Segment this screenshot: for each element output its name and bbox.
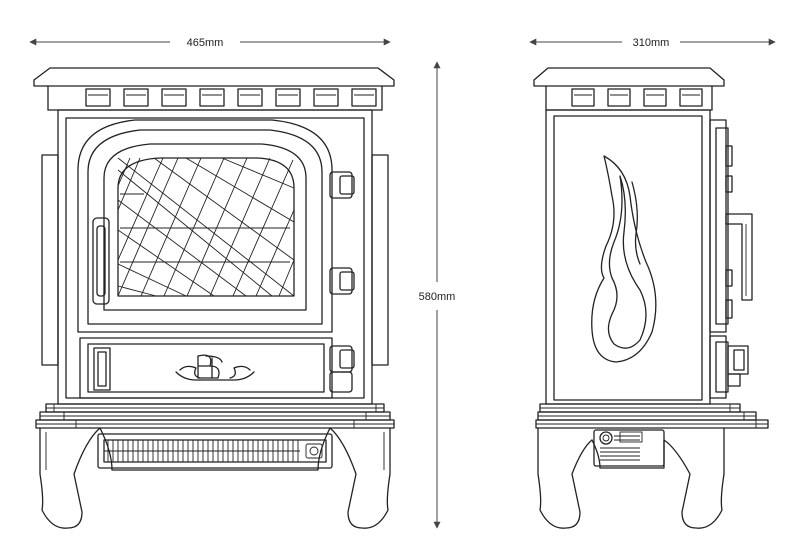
height-dimension: 580mm	[419, 61, 456, 529]
door-hinges	[329, 171, 355, 393]
front-plinth	[35, 403, 395, 429]
depth-dimension: 310mm	[529, 37, 776, 49]
width-dimension: 465mm	[29, 37, 391, 49]
side-body	[545, 109, 711, 405]
front-view	[33, 67, 395, 529]
side-view	[533, 67, 769, 529]
side-legs	[537, 427, 725, 529]
depth-label: 310mm	[633, 37, 670, 49]
door-handle	[92, 217, 110, 305]
heater-grille	[97, 433, 333, 469]
front-dentils	[85, 88, 377, 107]
brand-emblem	[175, 354, 255, 381]
width-label: 465mm	[187, 37, 224, 49]
height-label: 580mm	[419, 291, 456, 303]
front-door	[77, 119, 333, 333]
side-heater-unit	[593, 429, 665, 467]
front-legs	[39, 427, 391, 529]
flame-motif	[591, 155, 657, 363]
side-door-profile	[709, 119, 753, 399]
side-plinth	[535, 403, 769, 429]
side-dentils	[571, 88, 703, 107]
door-lattice	[117, 157, 295, 297]
ash-drawer	[79, 337, 333, 399]
